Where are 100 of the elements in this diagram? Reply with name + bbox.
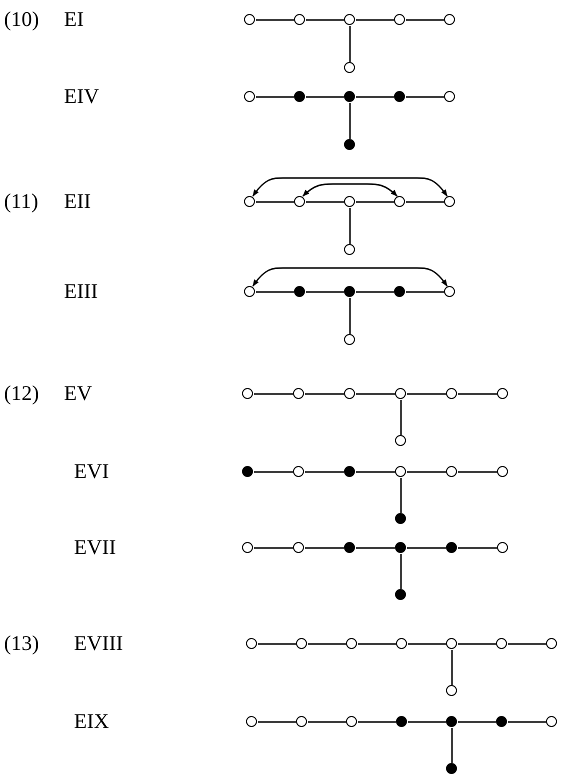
open-node (344, 62, 355, 73)
filled-node (394, 286, 405, 297)
connector-line (356, 291, 394, 293)
connector-line (308, 721, 346, 723)
open-node (244, 91, 255, 102)
algebra-name: EII (64, 189, 91, 213)
open-node (444, 286, 455, 297)
open-node (344, 388, 355, 399)
open-node (293, 466, 304, 477)
connector-line (458, 643, 496, 645)
connector-line (349, 208, 351, 244)
connector-line (400, 400, 402, 435)
open-node (394, 14, 405, 25)
open-node (244, 286, 255, 297)
open-node (344, 334, 355, 345)
connector-line (358, 643, 396, 645)
open-node (242, 542, 253, 553)
item-number: (13) (4, 631, 39, 655)
connector-line (254, 471, 293, 473)
open-node (497, 388, 508, 399)
filled-node (396, 716, 407, 727)
connector-line (407, 393, 446, 395)
connector-line (306, 291, 344, 293)
connector-line (256, 201, 294, 203)
connector-line (508, 721, 546, 723)
connector-line (254, 393, 293, 395)
open-node (497, 466, 508, 477)
open-node (395, 466, 406, 477)
connector-line (349, 26, 351, 62)
connector-line (356, 471, 395, 473)
connector-line (308, 643, 346, 645)
item-number: (10) (4, 7, 39, 31)
filled-node (446, 716, 457, 727)
connector-line (306, 201, 344, 203)
connector-line (356, 19, 394, 21)
open-node (344, 14, 355, 25)
algebra-name: EIII (64, 279, 98, 303)
connector-line (408, 643, 446, 645)
connector-line (451, 728, 453, 763)
open-node (444, 91, 455, 102)
open-node (296, 716, 307, 727)
open-node (497, 542, 508, 553)
connector-line (358, 721, 396, 723)
connector-line (258, 643, 296, 645)
connector-line (356, 201, 394, 203)
connector-line (406, 96, 444, 98)
filled-node (395, 513, 406, 524)
algebra-name: EV (64, 381, 92, 405)
curved-arrow (252, 267, 448, 287)
algebra-name: EVII (74, 535, 116, 559)
open-node (446, 466, 457, 477)
connector-line (451, 650, 453, 685)
filled-node (395, 589, 406, 600)
open-node (294, 196, 305, 207)
open-node (395, 435, 406, 446)
connector-line (400, 478, 402, 513)
connector-line (306, 96, 344, 98)
filled-node (446, 542, 457, 553)
curved-arrow (302, 183, 398, 197)
open-node (244, 196, 255, 207)
connector-line (356, 547, 395, 549)
open-node (446, 685, 457, 696)
open-node (344, 196, 355, 207)
connector-line (356, 393, 395, 395)
algebra-name: EVI (74, 459, 109, 483)
connector-line (407, 547, 446, 549)
connector-line (406, 19, 444, 21)
filled-node (344, 466, 355, 477)
open-node (546, 638, 557, 649)
connector-line (406, 201, 444, 203)
item-number: (11) (4, 189, 38, 213)
connector-line (305, 393, 344, 395)
connector-line (254, 547, 293, 549)
open-node (444, 14, 455, 25)
open-node (294, 14, 305, 25)
connector-line (349, 103, 351, 139)
connector-line (400, 554, 402, 589)
algebra-name: EIX (74, 709, 109, 733)
open-node (344, 244, 355, 255)
filled-node (344, 286, 355, 297)
filled-node (496, 716, 507, 727)
connector-line (258, 721, 296, 723)
connector-line (458, 547, 497, 549)
filled-node (344, 139, 355, 150)
filled-node (242, 466, 253, 477)
filled-node (294, 286, 305, 297)
open-node (296, 638, 307, 649)
connector-line (407, 471, 446, 473)
open-node (293, 388, 304, 399)
algebra-name: EI (64, 7, 84, 31)
open-node (346, 638, 357, 649)
open-node (396, 638, 407, 649)
item-number: (12) (4, 381, 39, 405)
open-node (395, 388, 406, 399)
connector-line (256, 96, 294, 98)
open-node (444, 196, 455, 207)
open-node (446, 388, 457, 399)
open-node (244, 14, 255, 25)
connector-line (458, 471, 497, 473)
algebra-name: EIV (64, 84, 99, 108)
